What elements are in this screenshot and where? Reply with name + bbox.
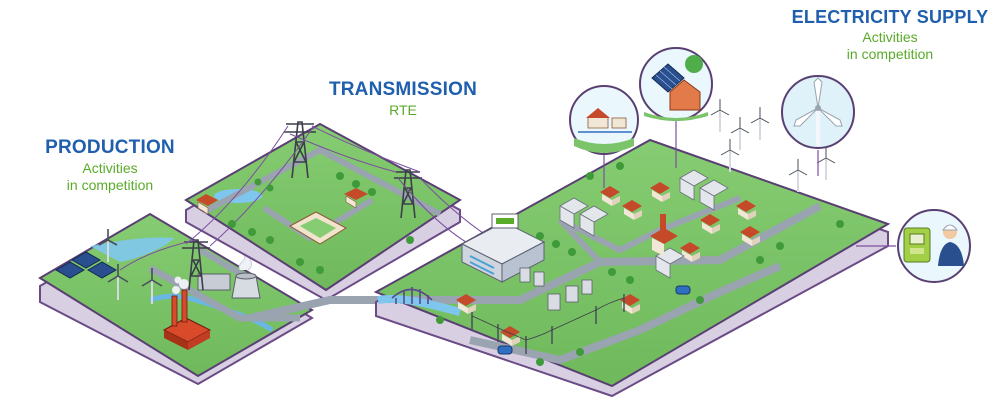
production-title: PRODUCTION (45, 137, 175, 158)
tree-group (436, 162, 844, 366)
electricity-supply-label: ELECTRICITY SUPPLY Activities in competi… (790, 6, 990, 64)
transmission-title: TRANSMISSION (328, 79, 478, 100)
transmission-label: TRANSMISSION RTE (318, 78, 488, 119)
production-label: PRODUCTION Activities in competition (20, 136, 200, 195)
distribution-pole-icon (471, 294, 625, 354)
electric-meter-icon (903, 227, 931, 263)
electricity-supply-subtitle-line-2: in competition (846, 46, 934, 62)
substation-icon (519, 267, 593, 311)
house-icon (456, 182, 760, 346)
electricity-supply-title: ELECTRICITY SUPPLY (791, 7, 989, 27)
technician-icon (938, 224, 964, 266)
solar-panel-icon (651, 63, 685, 93)
car-icon (497, 285, 691, 355)
thermal-plant-icon (162, 276, 212, 350)
callout-wind-turbine-bubble (781, 75, 855, 176)
distribution-platform (373, 138, 891, 398)
transmission-platform (184, 122, 462, 302)
production-subtitle-line-1: Activities (82, 159, 138, 176)
wind-turbine-icon (98, 229, 163, 304)
power-plant-icon (197, 252, 261, 299)
callout-residential-bubble (569, 85, 639, 188)
tree-group (228, 172, 414, 274)
callout-meter-technician-bubble (856, 209, 971, 283)
solar-panel-icon (54, 251, 118, 279)
electricity-supply-subtitle-line-1: Activities (862, 28, 918, 45)
house-icon (196, 188, 368, 215)
distribution-company-building (460, 213, 546, 283)
callout-solar-house-bubble (639, 47, 713, 168)
river (377, 294, 462, 316)
distribution-line (471, 297, 625, 341)
bridge-icon (391, 287, 433, 304)
transmission-subtitle: RTE (389, 101, 417, 118)
production-subtitle-line-2: in competition (66, 177, 154, 194)
church-icon (650, 214, 678, 256)
apartment-block (559, 169, 729, 279)
connector-road (249, 296, 400, 322)
